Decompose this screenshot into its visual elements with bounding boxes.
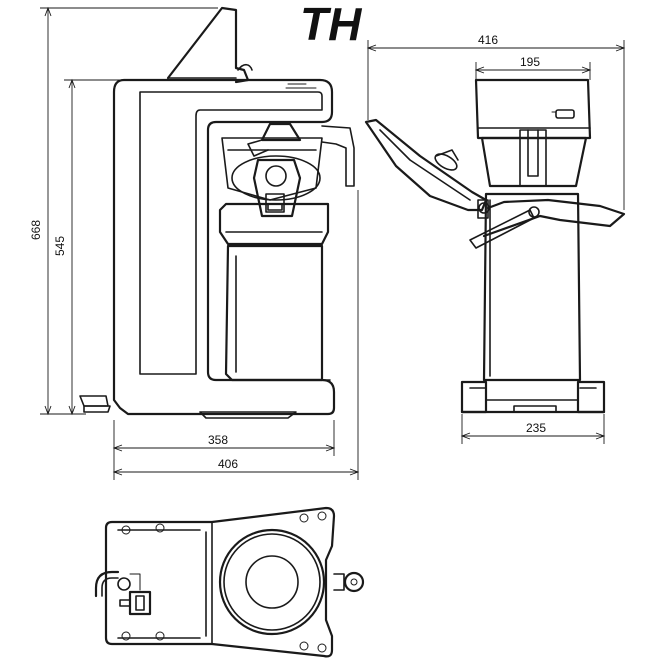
front-swing-arm (482, 198, 626, 238)
top-warmer-center (245, 555, 299, 609)
model-title: TH (300, 0, 362, 50)
side-pump-head (252, 158, 302, 218)
dim-depth-total: 406 (218, 457, 238, 471)
side-funnel-handle (260, 122, 302, 142)
front-head (474, 78, 592, 140)
side-view (79, 6, 355, 419)
dim-depth-body: 358 (208, 433, 228, 447)
dim-width-top: 195 (520, 55, 540, 69)
front-dimensions: 416 195 235 (366, 33, 626, 444)
top-tap-pipe (94, 570, 120, 598)
side-body-outline (112, 78, 336, 416)
side-airpot-body (224, 244, 324, 382)
side-foot-rear (79, 395, 109, 407)
top-view (94, 506, 365, 658)
side-spout (321, 125, 355, 187)
top-warmer-plate (218, 528, 326, 636)
dim-body-height: 545 (53, 236, 67, 256)
side-lid-plate (166, 6, 250, 84)
dim-width-open: 416 (478, 33, 498, 47)
front-view (364, 78, 626, 414)
side-dimensions: 668 545 358 406 (29, 6, 360, 480)
front-open-lid (364, 118, 488, 212)
dim-total-height: 668 (29, 220, 43, 240)
front-body (482, 192, 582, 382)
side-inner-column (139, 91, 323, 375)
top-knob (343, 571, 365, 593)
front-base-left (460, 380, 488, 414)
dim-width-base: 235 (526, 421, 546, 435)
front-funnel (480, 136, 588, 188)
side-funnel (221, 137, 323, 201)
side-airpot-top (218, 202, 330, 246)
top-outline (104, 506, 336, 658)
front-base-right (576, 380, 606, 414)
side-foot-front (199, 411, 297, 419)
